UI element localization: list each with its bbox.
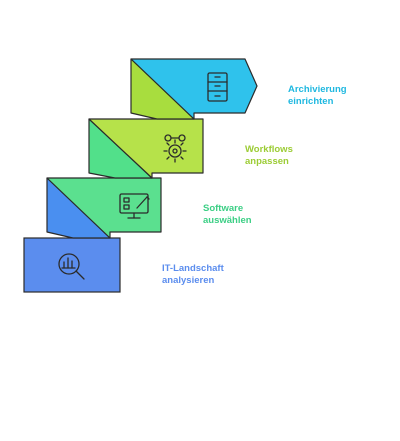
step-1-label: IT-Landschaft analysieren	[162, 263, 224, 286]
step-4	[130, 58, 258, 120]
step-1	[23, 237, 121, 293]
step-3-label: Workflows anpassen	[245, 144, 293, 167]
step-4-block	[130, 58, 258, 120]
gears-icon	[163, 134, 187, 163]
step-2-label: Software auswählen	[203, 203, 252, 226]
step-4-label: Archivierung einrichten	[288, 84, 347, 107]
monitor-edit-icon	[119, 193, 150, 219]
file-cabinet-icon	[207, 72, 228, 102]
magnifier-chart-icon	[58, 253, 85, 280]
step-2	[46, 177, 162, 239]
step-3	[88, 118, 204, 179]
